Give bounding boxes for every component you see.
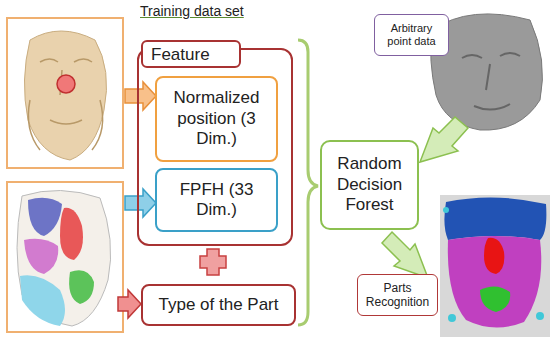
part-region bbox=[448, 314, 456, 322]
feature-box: Normalized position (3 Dim.) bbox=[155, 76, 278, 162]
group-box: FeatureNormalized position (3 Dim.)FPFH … bbox=[137, 48, 293, 246]
node-text: FPFH (33 Dim.) bbox=[160, 180, 273, 221]
callout-box: Arbitrary point data bbox=[374, 14, 449, 56]
part-region bbox=[444, 197, 546, 240]
process-box: Type of the Part bbox=[141, 284, 296, 326]
part-region bbox=[484, 238, 504, 274]
part-region bbox=[28, 198, 62, 236]
part-region bbox=[24, 239, 58, 274]
face-mesh bbox=[24, 31, 106, 160]
part-region bbox=[20, 275, 65, 326]
feature-box: FPFH (33 Dim.) bbox=[155, 168, 278, 232]
section-title: Training data set bbox=[140, 3, 244, 19]
block-arrow bbox=[382, 232, 428, 278]
block-arrow bbox=[118, 290, 141, 318]
image-frame bbox=[440, 195, 550, 337]
group-heading: Feature bbox=[141, 40, 241, 68]
image-frame bbox=[7, 182, 123, 332]
face-feature bbox=[28, 59, 102, 150]
block-arrow bbox=[420, 117, 468, 162]
node-text: Parts Recognition bbox=[361, 281, 434, 310]
node-text: Arbitrary point data bbox=[378, 22, 445, 48]
part-region bbox=[536, 312, 544, 320]
node-text: Type of the Part bbox=[158, 295, 278, 315]
face-feature bbox=[462, 53, 520, 110]
part-region bbox=[443, 207, 449, 213]
part-region bbox=[69, 270, 94, 304]
callout-box: Parts Recognition bbox=[357, 274, 438, 316]
node-text: Normalized position (3 Dim.) bbox=[160, 88, 273, 149]
face-mesh bbox=[17, 190, 111, 326]
image-frame bbox=[7, 18, 123, 168]
part-region bbox=[448, 236, 541, 328]
sample-point bbox=[57, 75, 75, 93]
node-text: Random Decision Forest bbox=[325, 154, 414, 215]
block-arrow bbox=[125, 189, 156, 217]
part-region bbox=[480, 286, 510, 312]
part-region bbox=[60, 208, 83, 260]
block-arrow bbox=[125, 82, 156, 110]
curly-brace bbox=[298, 40, 318, 325]
plus-symbol bbox=[200, 249, 226, 275]
process-box: Random Decision Forest bbox=[320, 140, 419, 230]
